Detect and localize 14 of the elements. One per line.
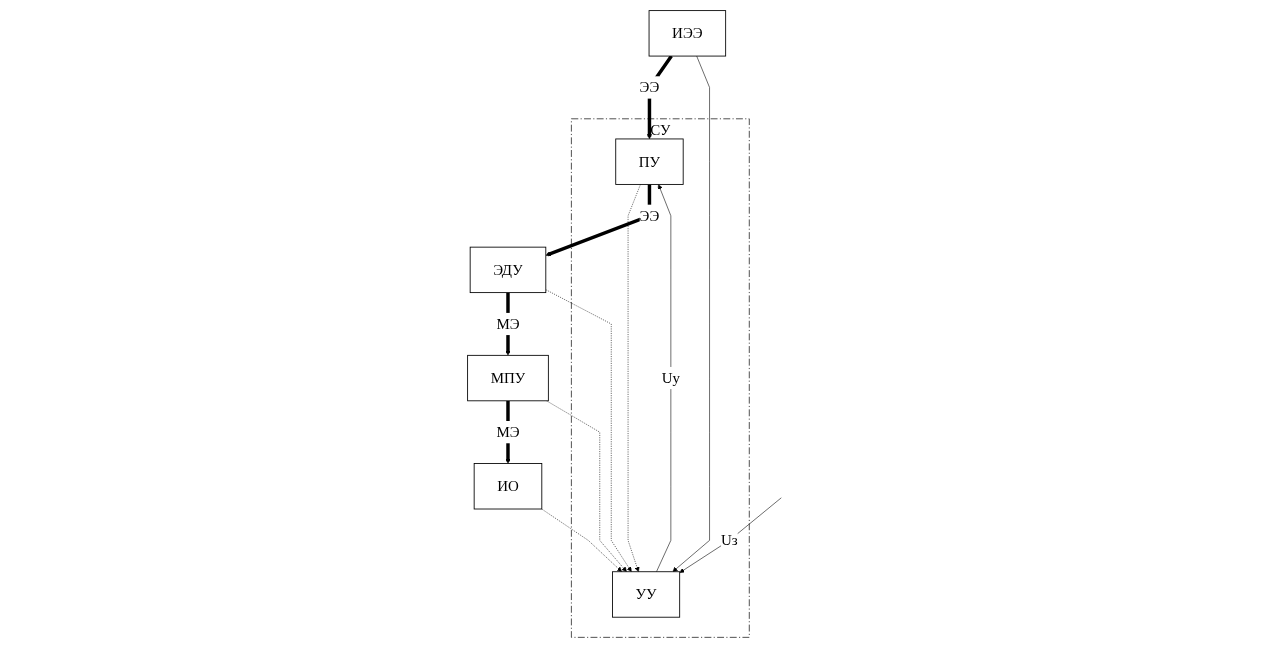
edge-label: МЭ [496, 315, 520, 333]
edge-label: ЭЭ [639, 207, 660, 225]
arrow [646, 55, 673, 140]
node-box: ИО [473, 463, 543, 510]
node-box: МПУ [467, 354, 549, 402]
node-box: ИЭЭ [648, 10, 727, 57]
edge-label: МЭ [496, 423, 520, 441]
edge-label: ЭЭ [639, 79, 660, 96]
node-box: ПУ [615, 138, 684, 185]
arrow [545, 184, 652, 257]
node-box: ЭДУ [469, 246, 547, 294]
node-box: УУ [612, 571, 681, 618]
edge-label: Uу [661, 369, 681, 387]
edge-label: Uз [721, 532, 738, 549]
